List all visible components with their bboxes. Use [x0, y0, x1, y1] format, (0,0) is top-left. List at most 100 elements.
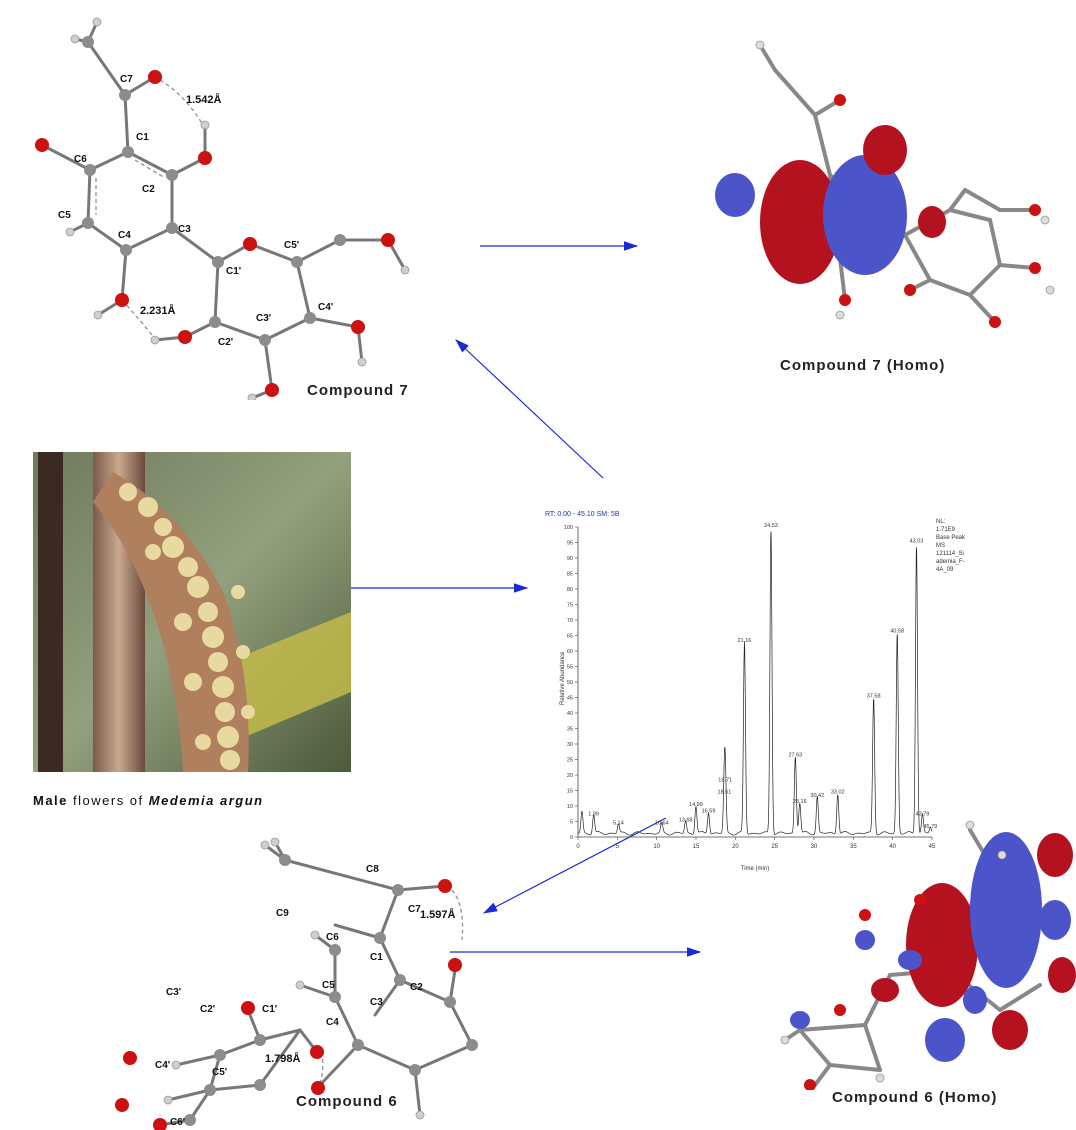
- c2-atom-label: C2: [410, 982, 423, 993]
- y-tick-label: 20: [567, 773, 573, 779]
- compound6-homo-orbital: [780, 820, 1076, 1090]
- y-tick-label: 70: [567, 618, 573, 624]
- c9-atom-label: C9: [276, 908, 289, 919]
- legend-line: 4A_09: [936, 567, 954, 573]
- chromatogram-header: RT: 0.00 - 45.10 SM: 5B: [545, 511, 620, 518]
- peak-label: 10.64: [655, 821, 669, 827]
- c5-atom-label: C5: [322, 980, 335, 991]
- y-tick-label: 40: [567, 711, 573, 717]
- y-tick-label: 35: [567, 727, 573, 733]
- y-tick-label: 30: [567, 742, 573, 748]
- c7-atom-label: C7: [408, 904, 421, 915]
- compound7-homo-orbital: [715, 40, 1055, 328]
- chromatogram-legend: NL: 1.71E9 Base Peak MS 121114_Si ademia…: [936, 519, 966, 573]
- c1prime-atom-label: C1': [226, 266, 241, 277]
- c1-atom-label: C1: [370, 952, 383, 963]
- y-tick-label: 0: [570, 835, 573, 841]
- y-tick-label: 80: [567, 587, 573, 593]
- peak-label: 13.68: [679, 818, 693, 824]
- c6-atom-label: C6: [326, 932, 339, 943]
- peak-label: 16.59: [702, 808, 716, 814]
- peak-label: 40.58: [890, 629, 904, 635]
- c8-atom-label: C8: [366, 864, 379, 875]
- y-tick-label: 60: [567, 649, 573, 655]
- c3prime-atom-label: C3': [166, 987, 181, 998]
- y-tick-label: 5: [570, 820, 573, 826]
- c5-atom-label: C5: [58, 210, 71, 221]
- c4prime-atom-label: C4': [318, 302, 333, 313]
- c6-atom-label: C6: [74, 154, 87, 165]
- y-tick-label: 55: [567, 665, 573, 671]
- legend-line: Base Peak: [936, 535, 966, 541]
- chromatogram-line: [577, 531, 933, 836]
- chromatogram-trace: [577, 531, 933, 836]
- peak-label: 5.14: [613, 821, 624, 827]
- y-tick-label: 25: [567, 758, 573, 764]
- photo-caption-mid: flowers of: [67, 793, 149, 808]
- y-tick-label: 50: [567, 680, 573, 686]
- photo-caption: Male flowers of Medemia argun: [33, 793, 264, 808]
- peak-label: 27.63: [788, 753, 802, 759]
- peak-label: 30.42: [810, 793, 824, 799]
- peak-label: 18.71: [718, 777, 732, 783]
- peak-label: 43.79: [916, 811, 930, 817]
- compound6-hbond1-label: 1.597Å: [420, 908, 456, 921]
- legend-line: MS: [936, 543, 945, 549]
- peak-label: 21.16: [738, 638, 752, 644]
- c1prime-atom-label: C1': [262, 1004, 277, 1015]
- x-tick-label: 15: [693, 844, 700, 850]
- peak-label: 33.02: [831, 790, 845, 796]
- y-tick-label: 45: [567, 696, 573, 702]
- x-tick-label: 0: [576, 844, 580, 850]
- arrow-chromatogram-to-compound7: [455, 339, 604, 479]
- x-tick-label: 30: [811, 844, 818, 850]
- c1-atom-label: C1: [136, 132, 149, 143]
- c3-atom-label: C3: [178, 224, 191, 235]
- y-tick-label: 85: [567, 572, 573, 578]
- photo-caption-species: Medemia argun: [148, 793, 264, 808]
- chromatogram-axes: 0510152025303540455055606570758085909510…: [564, 525, 936, 850]
- c7-atom-label: C7: [120, 74, 133, 85]
- compound7-hbond1-label: 1.542Å: [186, 93, 222, 106]
- compound6-structure: C8 C9 C6 C7 C1 C5 C2 C3 C4 C3' C2' C1' C…: [115, 837, 478, 1130]
- chromatogram-ylabel: Relative Abundance: [560, 651, 566, 705]
- compound7-homo-caption: Compound 7 (Homo): [780, 357, 946, 374]
- y-tick-label: 10: [567, 804, 573, 810]
- compound7-hbond2-label: 2.231Å: [140, 304, 176, 317]
- peak-label: 37.58: [867, 694, 881, 700]
- c2prime-atom-label: C2': [200, 1004, 215, 1015]
- c5prime-atom-label: C5': [212, 1067, 227, 1078]
- compound6-hbond2-label: 1.798Å: [265, 1052, 301, 1065]
- y-tick-label: 90: [567, 556, 573, 562]
- y-tick-label: 65: [567, 634, 573, 640]
- x-tick-label: 40: [889, 844, 896, 850]
- peak-label: 45.79: [923, 824, 937, 830]
- legend-line: 121114_Si: [936, 551, 964, 557]
- compound6-caption: Compound 6: [296, 1093, 398, 1110]
- c6prime-atom-label: C6': [170, 1117, 185, 1128]
- x-tick-label: 25: [771, 844, 778, 850]
- legend-line: NL:: [936, 519, 946, 525]
- legend-line: 1.71E9: [936, 527, 956, 533]
- peak-label: 28.16: [793, 799, 807, 805]
- c5prime-atom-label: C5': [284, 240, 299, 251]
- legend-line: ademia_F-: [936, 559, 965, 565]
- c2-atom-label: C2: [142, 184, 155, 195]
- photo-caption-prefix: Male: [33, 793, 68, 808]
- compound6-homo-caption: Compound 6 (Homo): [832, 1089, 998, 1106]
- peak-label: 24.53: [764, 523, 778, 529]
- c3prime-atom-label: C3': [256, 313, 271, 324]
- peak-label: 43.03: [910, 539, 924, 545]
- c4-atom-label: C4: [118, 230, 131, 241]
- compound7-structure: C7 C1 C6 C2 C5 C4 C3 C1' C5' C4' C3' C2'…: [35, 17, 410, 400]
- peak-label: 18.61: [718, 790, 732, 796]
- c2prime-atom-label: C2': [218, 337, 233, 348]
- arrow-chromatogram-to-compound6: [482, 817, 667, 914]
- c4-atom-label: C4: [326, 1017, 339, 1028]
- x-tick-label: 45: [929, 844, 936, 850]
- flower-photo: [33, 452, 351, 772]
- y-tick-label: 95: [567, 541, 573, 547]
- y-tick-label: 15: [567, 789, 573, 795]
- peak-label: 14.99: [689, 802, 703, 808]
